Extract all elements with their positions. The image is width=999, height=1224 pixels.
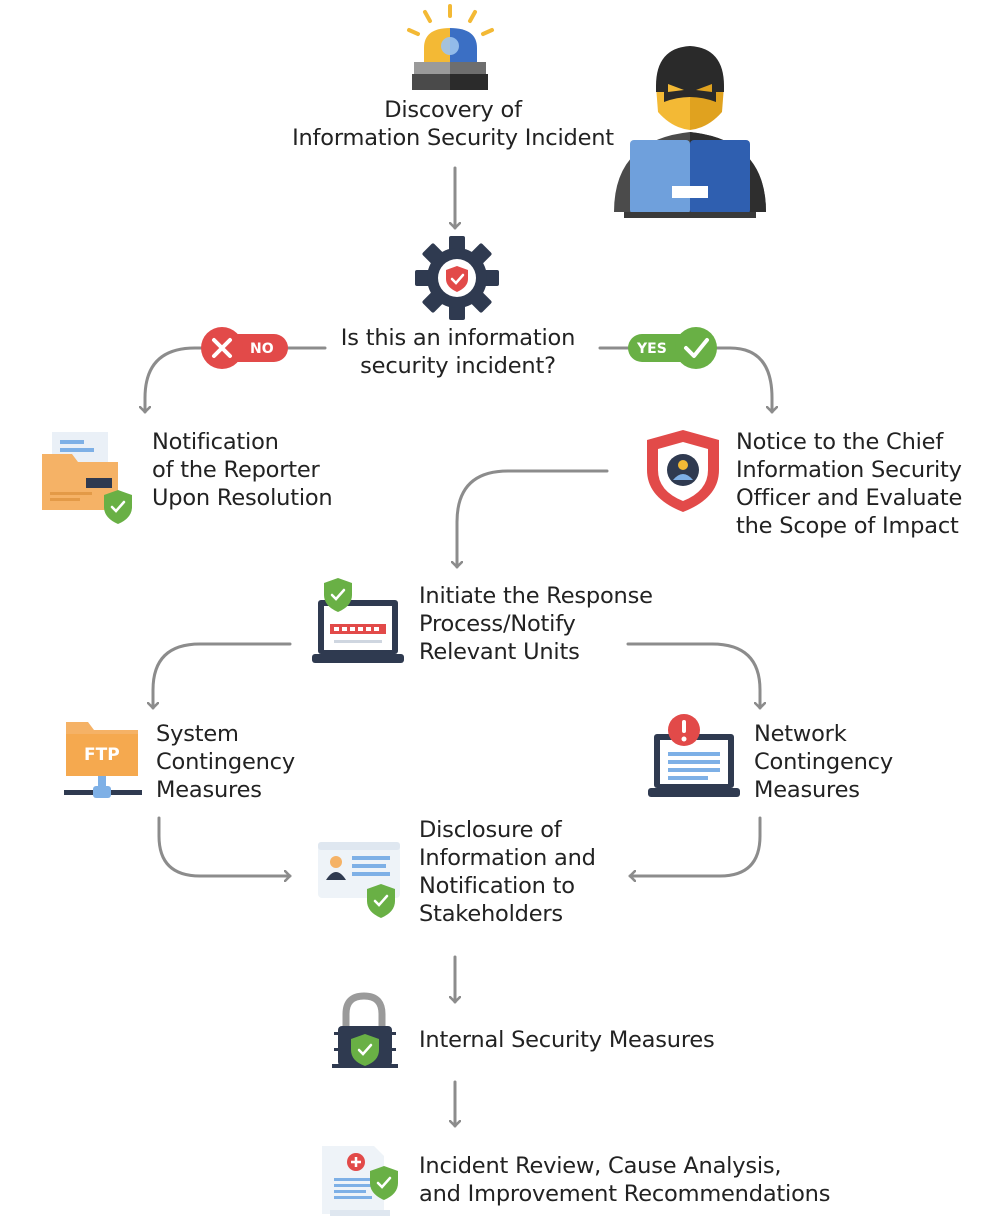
step-network-contingency: Network Contingency Measures <box>754 721 893 803</box>
gear-shield-icon <box>415 236 499 320</box>
no-badge: NO <box>201 327 288 369</box>
step-system-contingency: System Contingency Measures <box>156 721 295 803</box>
id-card-icon <box>318 842 400 918</box>
step-discovery: Discovery of Information Security Incide… <box>292 97 614 151</box>
step-notify-reporter: Notification of the Reporter Upon Resolu… <box>152 429 333 511</box>
yes-badge: YES <box>628 327 717 369</box>
folder-shield-icon <box>42 432 132 524</box>
no-badge-label: NO <box>250 341 274 357</box>
ftp-label: FTP <box>84 745 120 765</box>
arrow-ciso-to-initiate <box>457 469 609 569</box>
laptop-alert-icon <box>648 714 740 797</box>
step-internal-security: Internal Security Measures <box>419 1027 715 1053</box>
arrow-system-to-disclosure <box>157 816 292 876</box>
padlock-icon <box>332 992 398 1068</box>
laptop-password-icon <box>312 578 404 663</box>
shield-user-icon <box>647 430 719 512</box>
arrow-initiate-to-system <box>153 642 292 710</box>
siren-icon <box>407 4 494 90</box>
arrow-network-to-disclosure <box>628 816 762 876</box>
step-notice-ciso: Notice to the Chief Information Security… <box>736 429 963 539</box>
ftp-server-icon: FTP <box>64 722 142 798</box>
yes-badge-label: YES <box>636 341 667 357</box>
step-incident-review: Incident Review, Cause Analysis, and Imp… <box>419 1153 831 1207</box>
arrow-initiate-to-network <box>626 642 760 710</box>
arrow-decision-to-yes <box>598 346 772 414</box>
hacker-icon <box>614 46 766 218</box>
arrow-decision-to-no <box>145 346 327 414</box>
step-decision: Is this an information security incident… <box>340 325 576 379</box>
step-initiate-response: Initiate the Response Process/Notify Rel… <box>419 583 653 665</box>
step-disclosure: Disclosure of Information and Notificati… <box>419 817 596 927</box>
report-document-icon <box>322 1146 398 1216</box>
